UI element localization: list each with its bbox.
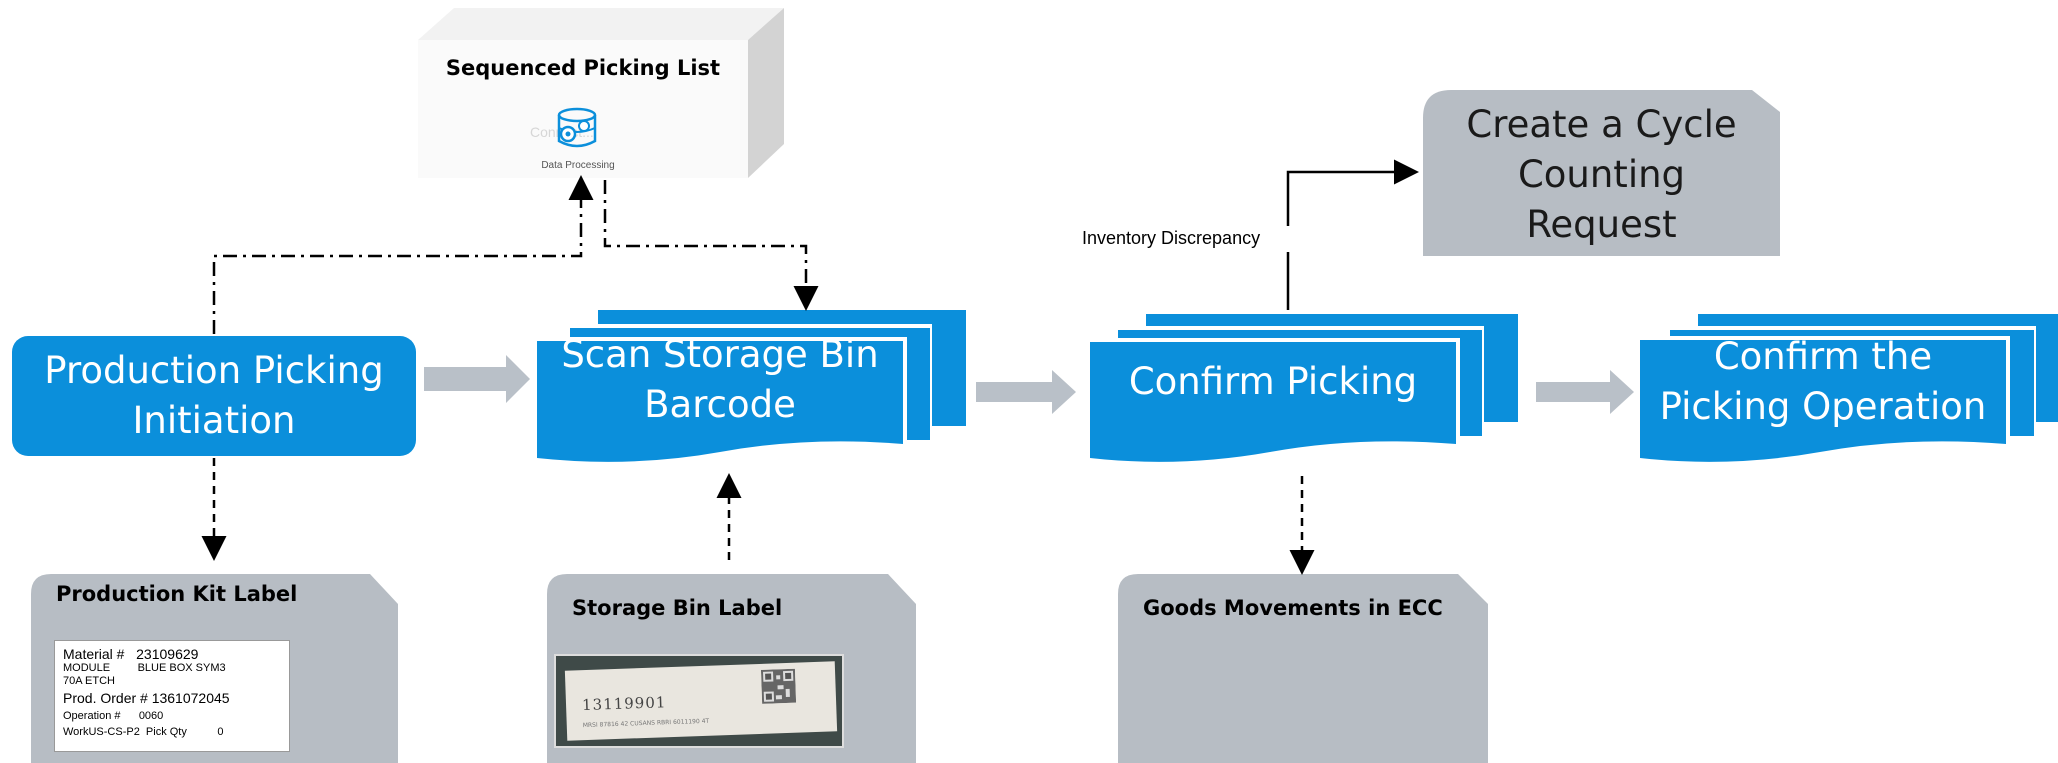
production-kit-label-title: Production Kit Label [56, 582, 298, 606]
kit-line-material: Material # 23109629 [63, 646, 199, 662]
storage-bin-subtext: MRSI 87816 42 CUSANS RBRI 6011190 4T [582, 717, 710, 730]
qr-code-icon [760, 668, 797, 704]
kit-line-work: WorkUS-CS-P2 Pick Qty 0 [63, 726, 224, 738]
production-kit-label-image: Material # 23109629 MODULE BLUE BOX SYM3… [54, 640, 290, 752]
goods-movements-panel [1118, 574, 1488, 763]
production-picking-initiation-text: Production Picking Initiation [44, 349, 384, 442]
storage-bin-label-title: Storage Bin Label [572, 596, 783, 620]
production-picking-initiation-box [12, 336, 416, 456]
picking-list-title: Sequenced Picking List [445, 56, 721, 80]
storage-bin-number: 13119901 [581, 693, 667, 715]
scan-storage-bin-stack [533, 310, 966, 466]
kit-line-prod-order: Prod. Order # 1361072045 [63, 690, 230, 706]
storage-bin-barcode-sticker: 13119901 MRSI 87816 42 CUSANS RBRI 60111… [564, 661, 838, 741]
confirm-picking-stack [1086, 314, 1518, 466]
kit-line-operation: Operation # 0060 [63, 710, 164, 722]
initiation-to-picking-list-connector [212, 175, 594, 334]
confirm-to-cycle-counting-connector [1286, 159, 1419, 310]
picking-list-to-scan-connector [603, 180, 819, 311]
kit-line-module: MODULE BLUE BOX SYM3 [63, 662, 226, 674]
confirm-operation-text: Confirm the Picking Operation [1659, 335, 1987, 428]
confirm-picking-text: Confirm Picking [1128, 360, 1418, 403]
kit-line-etch: 70A ETCH [63, 675, 115, 687]
confirm-operation-stack [1636, 314, 2058, 466]
database-gear-icon [557, 107, 597, 148]
cycle-counting-text: Create a Cycle Counting Request [1466, 103, 1737, 246]
goods-movements-title: Goods Movements in ECC [1143, 596, 1443, 620]
inventory-discrepancy-label: Inventory Discrepancy [1082, 228, 1261, 248]
picking-list-box [418, 8, 784, 178]
picking-list-icon-caption: Data Processing [541, 160, 615, 171]
storage-bin-label-image: 13119901 MRSI 87816 42 CUSANS RBRI 60111… [554, 654, 844, 748]
scan-storage-bin-text: Scan Storage Bin Barcode [561, 333, 879, 426]
cycle-counting-box [1423, 90, 1780, 256]
flow-arrows [424, 355, 1634, 414]
